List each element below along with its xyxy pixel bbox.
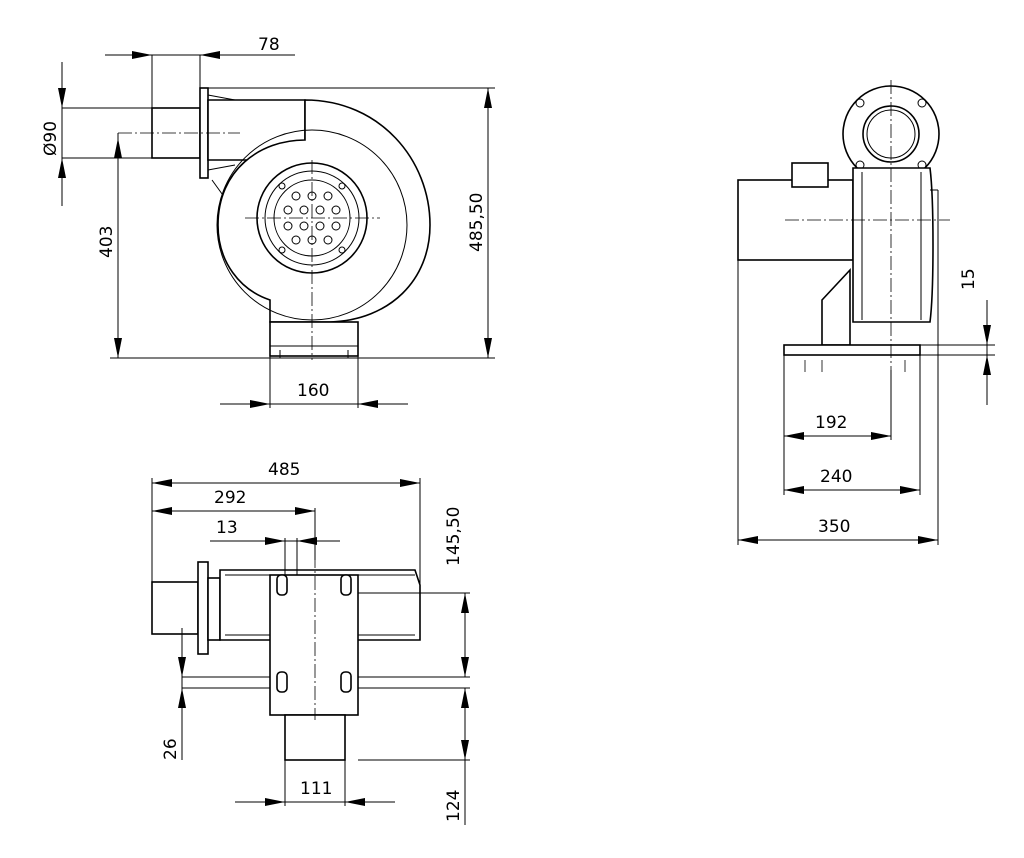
dim-403: 403 [97, 226, 117, 258]
side-view: 15 192 240 350 [737, 80, 995, 545]
dim-15: 15 [959, 268, 979, 290]
dim-111: 111 [300, 779, 332, 799]
dim-350: 350 [818, 517, 850, 537]
dim-diameter-90: Ø90 [41, 121, 61, 156]
dim-292: 292 [214, 488, 246, 508]
dim-13: 13 [216, 518, 238, 538]
top-view: 485 292 13 145,50 26 124 [151, 460, 470, 825]
dim-78: 78 [258, 35, 280, 55]
dim-240: 240 [820, 467, 852, 487]
dim-160: 160 [297, 381, 329, 401]
dim-485-50: 485,50 [467, 193, 487, 252]
front-view: 78 Ø90 403 485,50 160 [41, 35, 495, 408]
dim-192: 192 [815, 413, 847, 433]
dim-145-50: 145,50 [444, 507, 464, 566]
dim-124: 124 [444, 790, 464, 822]
dim-485: 485 [268, 460, 300, 480]
dim-26: 26 [161, 738, 181, 760]
